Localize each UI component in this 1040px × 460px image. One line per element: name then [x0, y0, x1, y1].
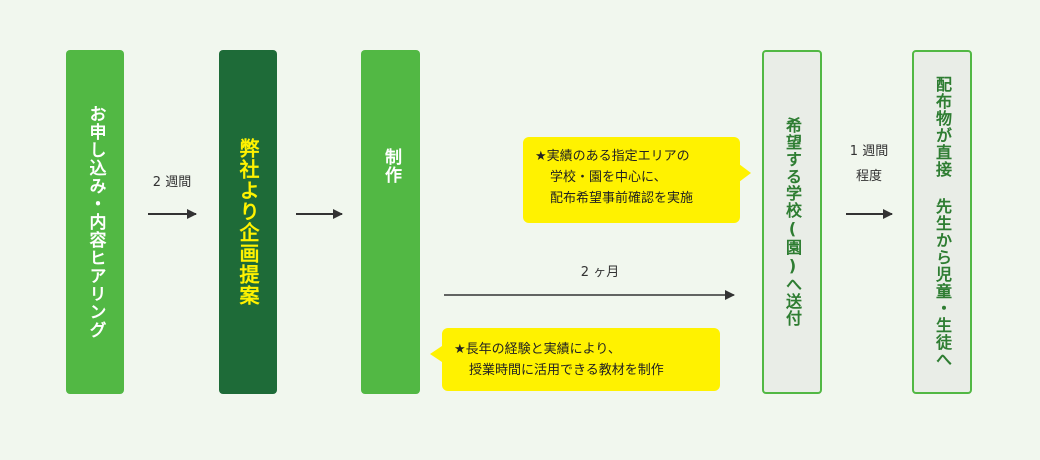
callout-upper: ★実績のある指定エリアの 学校・園を中心に、 配布希望事前確認を実施	[523, 137, 751, 223]
callout-line: 配布希望事前確認を実施	[550, 191, 694, 206]
callout-line: 授業時間に活用できる教材を制作	[469, 363, 664, 378]
callout-line: ★長年の経験と実績により、	[454, 342, 621, 357]
step-application-hearing: お申し込み・内容ヒアリング	[66, 50, 124, 394]
duration-text: 2 ヶ月	[580, 265, 620, 280]
step-send-to-schools: 希望する学校(園)へ送付	[762, 50, 822, 394]
duration-text: 2 週間	[152, 175, 192, 190]
duration-label: 2 週間	[134, 174, 210, 193]
step-proposal: 弊社より企画提案	[219, 50, 277, 394]
step-distribution: 配布物が直接 先生から児童・生徒へ	[912, 50, 972, 394]
step-label: 弊社より企画提案	[236, 138, 260, 306]
step-production: 制作	[361, 50, 420, 394]
callout-line: ★実績のある指定エリアの	[535, 149, 690, 164]
callout-pointer	[739, 164, 751, 182]
step-label: 希望する学校(園)へ送付	[783, 117, 802, 327]
duration-label: 1 週間 程度	[832, 143, 906, 187]
callout-pointer	[430, 346, 442, 362]
step-label: 配布物が直接 先生から児童・生徒へ	[933, 76, 952, 368]
duration-label: 2 ヶ月	[520, 264, 680, 283]
duration-text: 程度	[855, 168, 882, 184]
callout-lower: ★長年の経験と実績により、 授業時間に活用できる教材を制作	[430, 328, 720, 391]
step-label: お申し込み・内容ヒアリング	[85, 105, 106, 339]
duration-text: 1 週間	[849, 144, 889, 159]
step-label: 制作	[381, 148, 401, 184]
callout-line: 学校・園を中心に、	[550, 170, 667, 185]
